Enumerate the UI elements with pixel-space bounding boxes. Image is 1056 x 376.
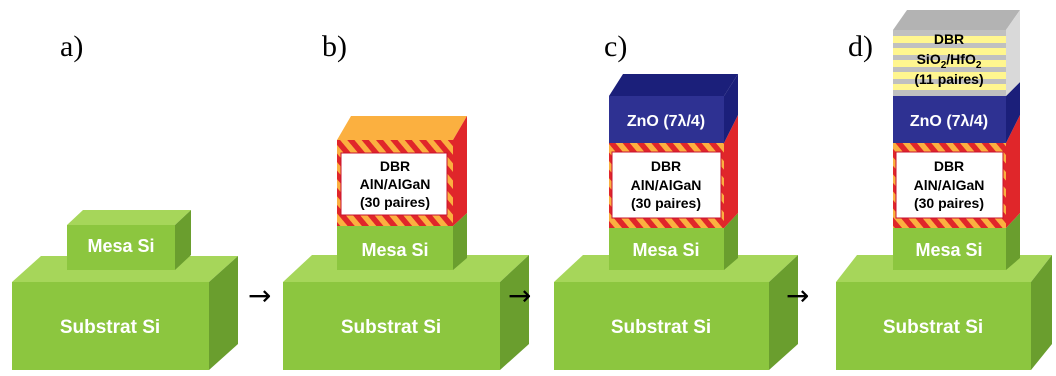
dbr-alngan-stack-b (337, 116, 467, 226)
dbr-label-line2-d: AlN/AlGaN (914, 177, 985, 193)
mesa-label-d: Mesa Si (915, 240, 982, 260)
zno-layer-c (609, 74, 738, 143)
substrate-block-a (12, 256, 238, 370)
substrate-block-d (836, 255, 1052, 370)
substrate-block-c (554, 255, 798, 370)
panel-a: a) Substrat Si Mesa Si (12, 30, 238, 370)
dbr-label-line2-b: AlN/AlGaN (360, 176, 431, 192)
panel-c: c) Substrat Si Mesa Si DBR AlN/AlGaN (30… (554, 30, 798, 370)
dbr-label-line1-b: DBR (380, 158, 410, 174)
dbr-label-line2-c: AlN/AlGaN (631, 177, 702, 193)
dbr2-label-line2-d: SiO2/HfO2 (917, 51, 982, 71)
dbr-label-line1-d: DBR (934, 158, 964, 174)
dbr-label-line3-c: (30 paires) (631, 195, 701, 211)
panel-letter-c: c) (604, 30, 627, 63)
dbr-label-line1-c: DBR (651, 158, 681, 174)
substrate-label-b: Substrat Si (341, 317, 441, 338)
zno-layer-d (893, 82, 1020, 143)
mesa-block-d (893, 213, 1020, 270)
dbr2-label-line3-d: (11 paires) (914, 71, 983, 87)
panel-d: d) Substrat Si Mesa Si DBR AlN/AlGaN (30… (836, 10, 1052, 370)
substrate-label-a: Substrat Si (60, 317, 160, 338)
panel-letter-d: d) (848, 30, 873, 63)
zno-label-d: ZnO (7λ/4) (910, 113, 988, 130)
arrow-3: → (786, 279, 809, 312)
dbr-label-line3-d: (30 paires) (914, 195, 984, 211)
substrate-label-d: Substrat Si (883, 317, 983, 338)
mesa-block-c (609, 213, 738, 270)
mesa-label-c: Mesa Si (632, 240, 699, 260)
mesa-label-b: Mesa Si (361, 240, 428, 260)
panel-letter-a: a) (60, 30, 83, 63)
substrate-block-b (283, 255, 529, 370)
mesa-block-b (337, 213, 467, 270)
panel-b: b) Substrat Si Mesa Si DBR AlN/AlGaN (30… (283, 30, 529, 370)
mesa-label-a: Mesa Si (87, 236, 154, 256)
dbr-sio2-hfo2-stack-d (893, 10, 1020, 96)
arrow-2: → (508, 279, 531, 312)
dbr-alngan-stack-c (609, 115, 738, 228)
zno-label-c: ZnO (7λ/4) (627, 113, 705, 130)
mesa-block-a (67, 210, 191, 270)
dbr-alngan-stack-d (893, 115, 1020, 228)
substrate-label-c: Substrat Si (611, 317, 711, 338)
dbr-label-line3-b: (30 paires) (360, 194, 430, 210)
dbr2-label-line1-d: DBR (934, 31, 964, 47)
arrow-1: → (248, 279, 271, 312)
panel-letter-b: b) (322, 30, 347, 63)
